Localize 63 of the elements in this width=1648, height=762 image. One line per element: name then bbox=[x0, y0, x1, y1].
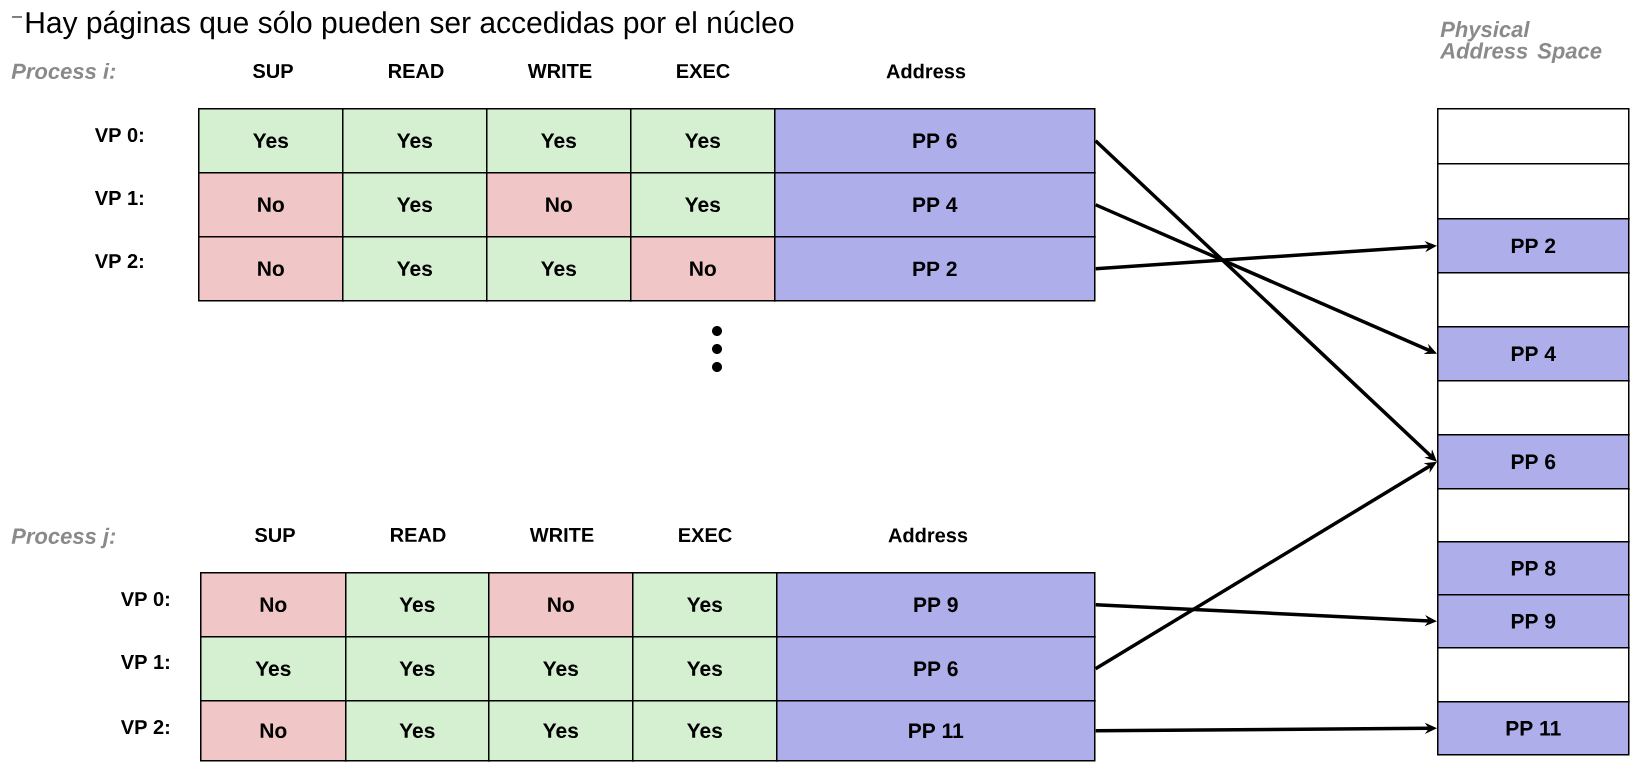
column-header: Address bbox=[886, 63, 966, 79]
permission-cell: Yes bbox=[342, 108, 488, 174]
section-label: Physical Address Space bbox=[1439, 21, 1602, 63]
column-header: WRITE bbox=[527, 64, 592, 78]
column-header: Address bbox=[888, 527, 968, 543]
address-cell: PP 9 bbox=[776, 572, 1096, 638]
permission-cell: No bbox=[198, 172, 344, 238]
row-label: VP 1: bbox=[120, 655, 169, 669]
memory-page bbox=[1437, 380, 1630, 436]
arrow bbox=[1094, 139, 1437, 462]
permission-cell: Yes bbox=[632, 636, 778, 702]
address-cell: PP 2 bbox=[774, 236, 1096, 302]
permission-cell: Yes bbox=[345, 636, 490, 702]
permission-cell: Yes bbox=[486, 236, 632, 302]
address-cell: PP 4 bbox=[774, 172, 1096, 238]
permission-cell: Yes bbox=[345, 572, 490, 638]
permission-cell: Yes bbox=[486, 108, 632, 174]
permission-cell: Yes bbox=[632, 572, 778, 638]
process-label: Process j: bbox=[11, 527, 116, 549]
column-header: EXEC bbox=[677, 63, 730, 79]
memory-page: PP 11 bbox=[1437, 701, 1630, 756]
column-header: READ bbox=[389, 64, 444, 78]
permission-cell: No bbox=[630, 236, 776, 302]
memory-page bbox=[1437, 108, 1630, 165]
permission-cell: No bbox=[200, 572, 347, 638]
permission-cell: No bbox=[198, 236, 344, 302]
permission-cell: Yes bbox=[632, 700, 778, 762]
memory-page bbox=[1437, 163, 1630, 220]
permission-cell: Yes bbox=[200, 636, 347, 702]
memory-page bbox=[1437, 272, 1630, 328]
address-cell: PP 11 bbox=[776, 700, 1096, 762]
permission-cell: No bbox=[488, 572, 634, 638]
memory-page bbox=[1437, 647, 1630, 703]
memory-page: PP 4 bbox=[1437, 326, 1630, 382]
permission-cell: Yes bbox=[630, 108, 776, 174]
permission-cell: Yes bbox=[488, 636, 634, 702]
memory-page: PP 6 bbox=[1437, 434, 1630, 490]
permission-cell: Yes bbox=[342, 172, 488, 238]
address-cell: PP 6 bbox=[776, 636, 1096, 702]
column-header: WRITE bbox=[529, 528, 594, 542]
permission-cell: Yes bbox=[342, 236, 488, 302]
row-label: VP 0: bbox=[94, 127, 143, 143]
permission-cell: Yes bbox=[345, 700, 490, 762]
permission-cell: No bbox=[200, 700, 347, 762]
memory-page bbox=[1437, 488, 1630, 543]
memory-page: PP 8 bbox=[1437, 541, 1630, 596]
row-label: VP 1: bbox=[94, 191, 143, 205]
column-header: READ bbox=[391, 528, 446, 542]
permission-cell: Yes bbox=[488, 700, 634, 762]
column-header: EXEC bbox=[679, 527, 732, 543]
heading: Hay páginas que sólo pueden ser accedidas por el núcleo bbox=[26, 10, 794, 40]
process-label: Process i: bbox=[11, 62, 116, 80]
address-cell: PP 6 bbox=[774, 108, 1096, 174]
row-label: VP 2: bbox=[94, 254, 143, 268]
permission-cell: Yes bbox=[198, 108, 344, 174]
row-label: VP 0: bbox=[120, 591, 169, 607]
memory-page: PP 9 bbox=[1437, 594, 1630, 649]
permission-cell: Yes bbox=[630, 172, 776, 238]
memory-page: PP 2 bbox=[1437, 218, 1630, 274]
column-header: SUP bbox=[253, 63, 293, 79]
permission-cell: No bbox=[486, 172, 632, 238]
row-label: VP 2: bbox=[120, 720, 169, 734]
column-header: SUP bbox=[255, 527, 295, 543]
